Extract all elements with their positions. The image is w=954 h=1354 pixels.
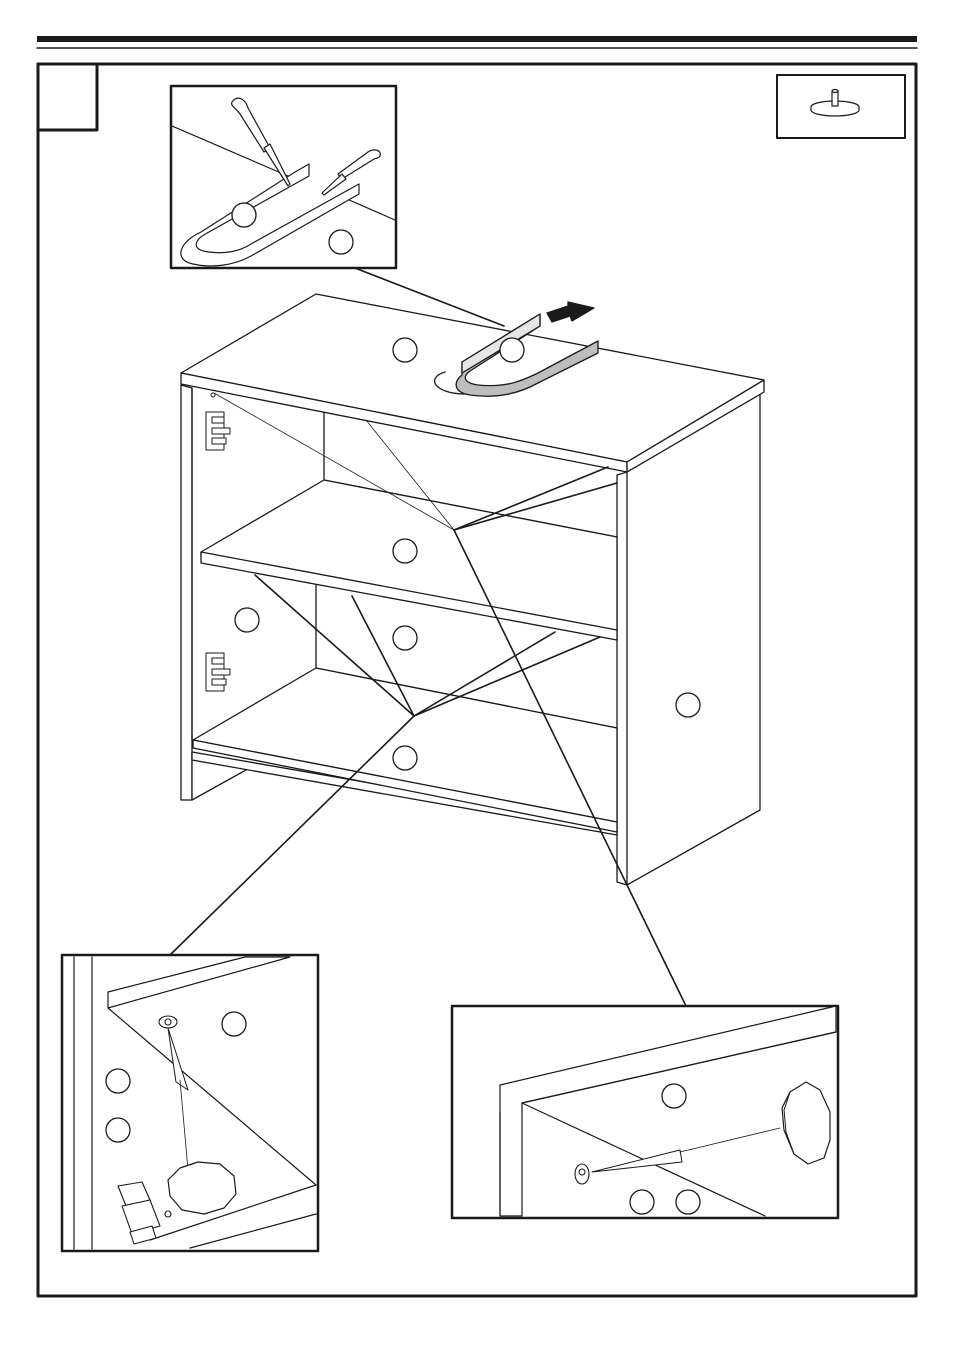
hinge-plate-upper (205, 392, 231, 451)
left-side-panel (180, 384, 193, 801)
part-callouts (234, 337, 701, 771)
cam-lock-magnified (781, 1081, 831, 1165)
edge-band-strip (455, 313, 599, 397)
detail-trimming (169, 84, 398, 270)
detail-hinge-peg (60, 953, 320, 1253)
hardware-box (776, 74, 906, 139)
knife-icon (231, 97, 291, 187)
hinge-plate-lower (205, 652, 231, 692)
shelf-support-peg-icon (158, 1015, 178, 1029)
lower-shelf (192, 667, 618, 823)
peg-hole-magnified (167, 1161, 237, 1215)
shelf-support-peg-icon (810, 88, 860, 117)
knife-icon (321, 149, 381, 196)
sight-lines (213, 392, 455, 531)
header-rule-thick (37, 36, 917, 42)
cabinet (180, 293, 765, 886)
trim-strip (180, 163, 360, 267)
step-number-box (36, 62, 99, 132)
detail-cam-fitting (450, 1004, 840, 1220)
cam-lock-icon (574, 1163, 590, 1185)
push-arrow-icon (546, 301, 595, 323)
step-frame (36, 62, 918, 1298)
leader-lines (169, 267, 687, 1007)
hinge-plate-detail (117, 1181, 172, 1245)
